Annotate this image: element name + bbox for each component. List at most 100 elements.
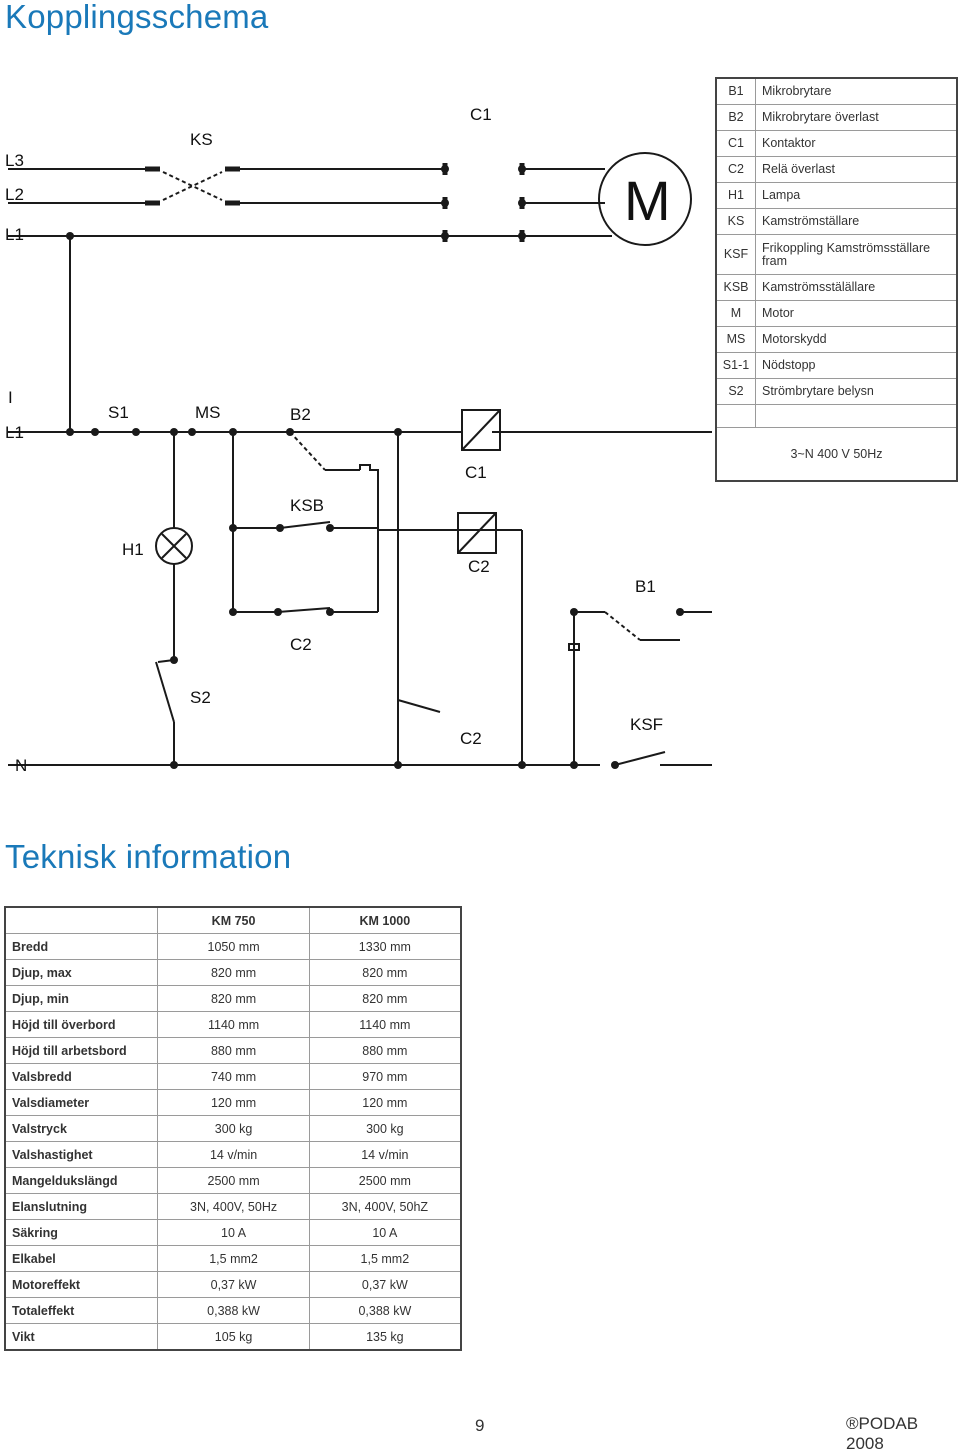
legend-desc: Kontaktor (755, 130, 958, 157)
label-c2-coil: C2 (468, 557, 490, 576)
legend-desc: Strömbrytare belysn (755, 378, 958, 405)
spec-label: Elkabel (4, 1245, 159, 1272)
spec-header-blank (4, 906, 159, 934)
spec-label: Valsbredd (4, 1063, 159, 1090)
legend-desc: Motor (755, 300, 958, 327)
legend-code: B1 (715, 77, 756, 105)
legend-desc: Mikrobrytare överlast (755, 104, 958, 131)
label-h1: H1 (122, 540, 144, 559)
spec-header-km750: KM 750 (157, 906, 310, 934)
spec-label: Totaleffekt (4, 1297, 159, 1324)
spec-label: Valstryck (4, 1115, 159, 1142)
label-n-left: N (15, 756, 27, 775)
spec-label: Bredd (4, 933, 159, 960)
spec-label: Djup, min (4, 985, 159, 1012)
spec-value-km750: 740 mm (157, 1063, 310, 1090)
legend-desc: Kamströmställare (755, 208, 958, 235)
spec-value-km750: 1,5 mm2 (157, 1245, 310, 1272)
label-ks: KS (190, 130, 213, 149)
legend-code: MS (715, 326, 756, 353)
legend-code: B2 (715, 104, 756, 131)
spec-value-km1000: 3N, 400V, 50hZ (308, 1193, 462, 1220)
spec-label: Mangeldukslängd (4, 1167, 159, 1194)
spec-label: Valshastighet (4, 1141, 159, 1168)
spec-value-km1000: 14 v/min (308, 1141, 462, 1168)
spec-value-km750: 1140 mm (157, 1011, 310, 1038)
spec-value-km750: 880 mm (157, 1037, 310, 1064)
legend-blank-cell (715, 404, 756, 428)
spec-value-km1000: 820 mm (308, 959, 462, 986)
legend-blank-cell (755, 404, 958, 428)
spec-value-km1000: 135 kg (308, 1323, 462, 1351)
spec-value-km1000: 2500 mm (308, 1167, 462, 1194)
spec-value-km1000: 0,37 kW (308, 1271, 462, 1298)
spec-value-km1000: 120 mm (308, 1089, 462, 1116)
legend-code: S2 (715, 378, 756, 405)
legend-desc: Kamströmsstälällare (755, 274, 958, 301)
spec-value-km1000: 820 mm (308, 985, 462, 1012)
legend-code: KS (715, 208, 756, 235)
spec-value-km750: 0,37 kW (157, 1271, 310, 1298)
label-c1-coil: C1 (465, 463, 487, 482)
spec-value-km1000: 1,5 mm2 (308, 1245, 462, 1272)
legend-footer-row: 3~N 400 V 50Hz (715, 427, 958, 482)
spec-value-km750: 300 kg (157, 1115, 310, 1142)
legend-code: M (715, 300, 756, 327)
label-s1: S1 (108, 403, 129, 422)
wiring-diagram: L3 L2 L1 KS C1 M I L1 S1 MS B2 C1 KSB H1… (5, 105, 712, 775)
spec-value-km750: 820 mm (157, 959, 310, 986)
spec-header-row: KM 750 KM 1000 (4, 906, 462, 934)
section-title-technical: Teknisk information (5, 838, 292, 875)
spec-value-km750: 14 v/min (157, 1141, 310, 1168)
spec-value-km1000: 880 mm (308, 1037, 462, 1064)
spec-value-km750: 1050 mm (157, 933, 310, 960)
spec-value-km1000: 970 mm (308, 1063, 462, 1090)
legend-code: S1-1 (715, 352, 756, 379)
spec-label: Säkring (4, 1219, 159, 1246)
spec-value-km750: 3N, 400V, 50Hz (157, 1193, 310, 1220)
spec-value-km750: 820 mm (157, 985, 310, 1012)
label-ms: MS (195, 403, 221, 422)
spec-header-km1000: KM 1000 (308, 906, 462, 934)
copyright: ®PODAB 2008 (846, 1414, 919, 1453)
spec-value-km750: 2500 mm (157, 1167, 310, 1194)
motor-label: M (624, 169, 671, 232)
label-c1-top: C1 (470, 105, 492, 124)
spec-value-km750: 0,388 kW (157, 1297, 310, 1324)
legend-code: H1 (715, 182, 756, 209)
label-ksb: KSB (290, 496, 324, 515)
spec-value-km750: 120 mm (157, 1089, 310, 1116)
spec-value-km1000: 10 A (308, 1219, 462, 1246)
label-l1-control: L1 (5, 423, 24, 442)
legend-code: C1 (715, 130, 756, 157)
page-title-wiring-diagram: Kopplingsschema (5, 0, 269, 35)
legend-desc: Mikrobrytare (755, 77, 958, 105)
label-ksf: KSF (630, 715, 663, 734)
spec-label: Vikt (4, 1323, 159, 1351)
spec-value-km1000: 0,388 kW (308, 1297, 462, 1324)
spec-value-km1000: 1330 mm (308, 933, 462, 960)
